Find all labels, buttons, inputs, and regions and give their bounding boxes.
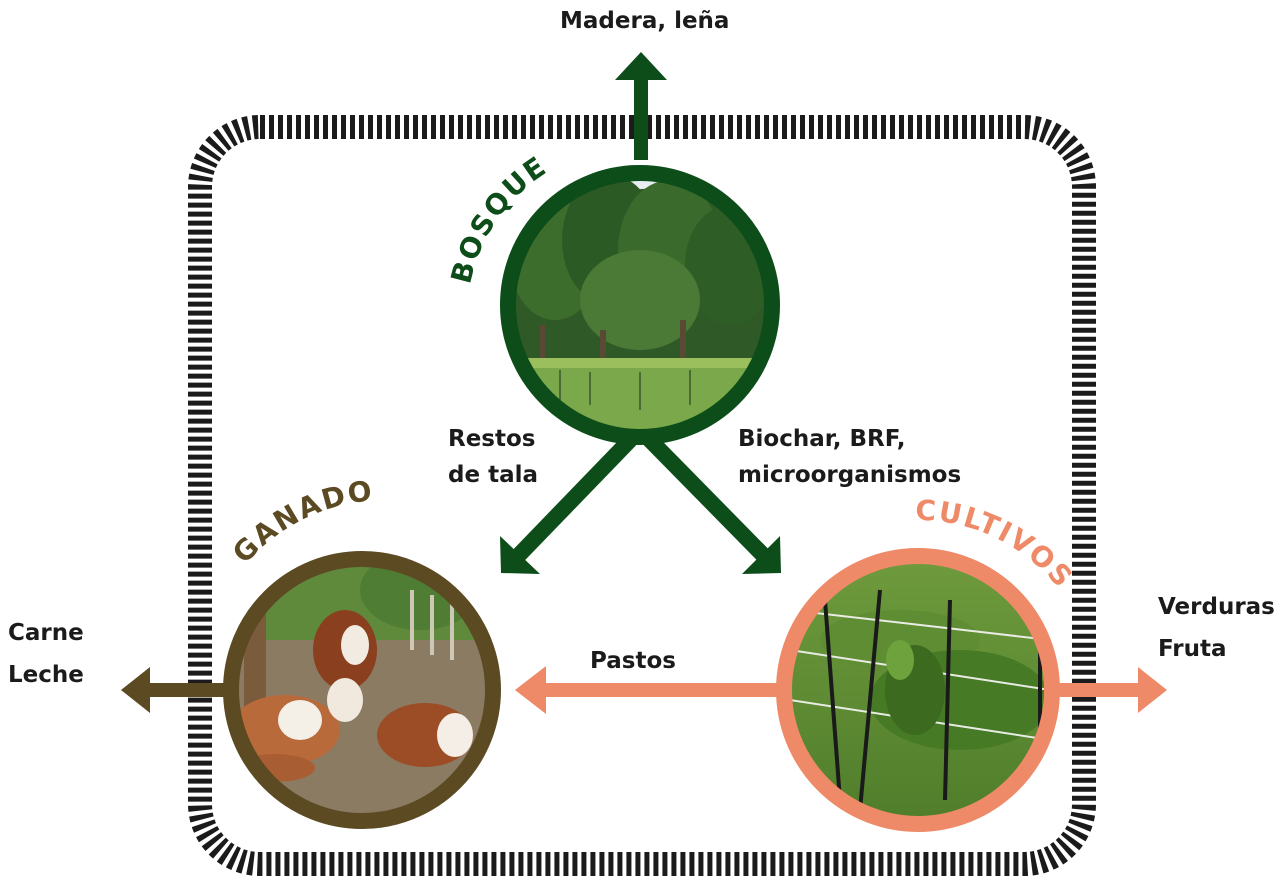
- ganado-node: GANADO: [223, 474, 501, 829]
- bosque-node: BOSQUE: [444, 149, 780, 445]
- label-cultivos-to-ganado: Pastos: [590, 648, 676, 674]
- crops-photo: [790, 562, 1046, 818]
- arrow-top-output: [615, 52, 667, 160]
- bosque-ring: [500, 165, 780, 445]
- cultivos-node: CULTIVOS: [776, 494, 1078, 832]
- label-cultivos-output: Verduras Fruta: [1158, 594, 1281, 662]
- ganado-ring: [223, 551, 501, 829]
- label-ganado-output: Carne Leche: [8, 620, 92, 688]
- arrow-bosque-to-ganado: [500, 432, 638, 574]
- label-bosque-to-ganado: Restos de tala: [448, 426, 544, 488]
- label-top-output: Madera, leña: [560, 8, 729, 34]
- arrow-cultivos-to-ganado: [515, 666, 790, 714]
- arrow-ganado-output: [121, 667, 240, 713]
- cultivos-ring: [776, 548, 1060, 832]
- arrow-bosque-to-cultivos: [642, 432, 781, 574]
- label-bosque-to-cultivos: Biochar, BRF, microorganismos: [738, 426, 961, 488]
- arrow-cultivos-output: [1045, 667, 1167, 713]
